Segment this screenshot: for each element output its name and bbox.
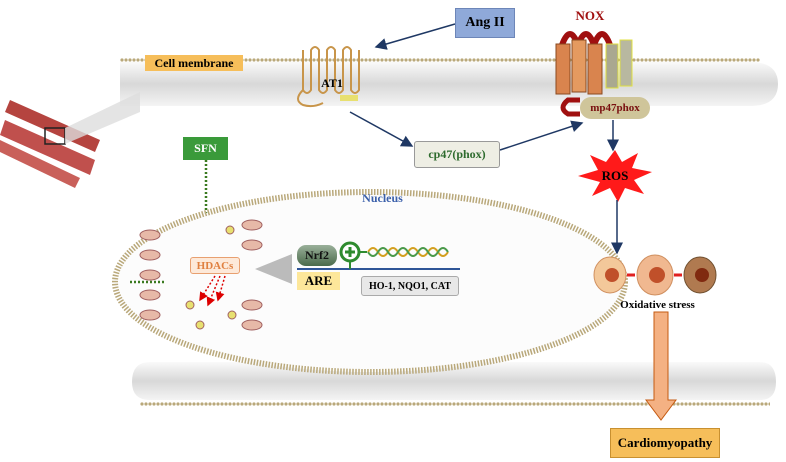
membrane-lipid-beads-bottom [140,398,770,406]
pathway-arrows [349,23,623,255]
chromatin-icon [139,219,263,331]
cardiomyopathy-box: Cardiomyopathy [610,428,720,458]
nucleus-label: Nucleus [362,190,403,205]
are-box: ARE [297,272,340,290]
bottom-membrane [132,362,776,400]
nrf2-pill: Nrf2 [297,245,337,266]
are-pointer [255,254,292,284]
nox-label: NOX [575,8,605,23]
mp47phox-pill: mp47phox [580,97,650,119]
hdacs-box: HDACs [190,257,240,274]
cardiomyocyte-cells-icon [593,254,717,296]
target-genes-box: HO-1, NQO1, CAT [361,276,459,296]
oxidative-stress-label: Oxidative stress [620,299,695,311]
sfn-box: SFN [183,137,228,160]
ros-starburst [578,150,652,202]
cp47phox-box: cp47(phox) [414,141,500,168]
membrane-lipid-beads [120,58,760,66]
ros-label: ROS [601,168,629,183]
at1-receptor-icon [297,46,360,108]
ang2-box: Ang II [455,8,515,38]
cardiomyopathy-arrow [645,311,677,421]
hdac-arrows [199,275,226,307]
muscle-fiber-icon [0,92,140,188]
nox-complex-icon [555,31,633,117]
cell-membrane-label: Cell membrane [145,55,243,71]
at1-label: AT1 [321,75,343,90]
